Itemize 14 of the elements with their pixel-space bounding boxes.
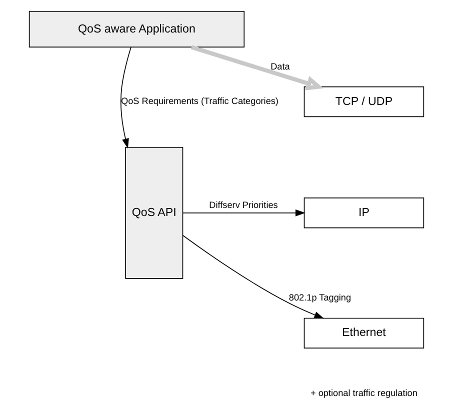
arrow — [182, 209, 305, 216]
edge-label: Diffserv Priorities — [208, 200, 278, 210]
arrow — [190, 45, 323, 90]
node-box: QoS aware Application — [28, 10, 244, 48]
edge-label: QoS Requirements (Traffic Categories) — [120, 96, 278, 106]
node-box: IP — [303, 198, 424, 228]
label: + optional traffic regulation — [310, 388, 417, 398]
node-box: Ethernet — [303, 318, 424, 348]
node-box: TCP / UDP — [303, 86, 424, 118]
arrow — [120, 46, 131, 149]
edge-label: 802.1p Tagging — [288, 292, 351, 303]
arrow — [182, 234, 324, 319]
edge-label: Data — [270, 61, 290, 72]
node-box: QoS API — [124, 146, 183, 279]
